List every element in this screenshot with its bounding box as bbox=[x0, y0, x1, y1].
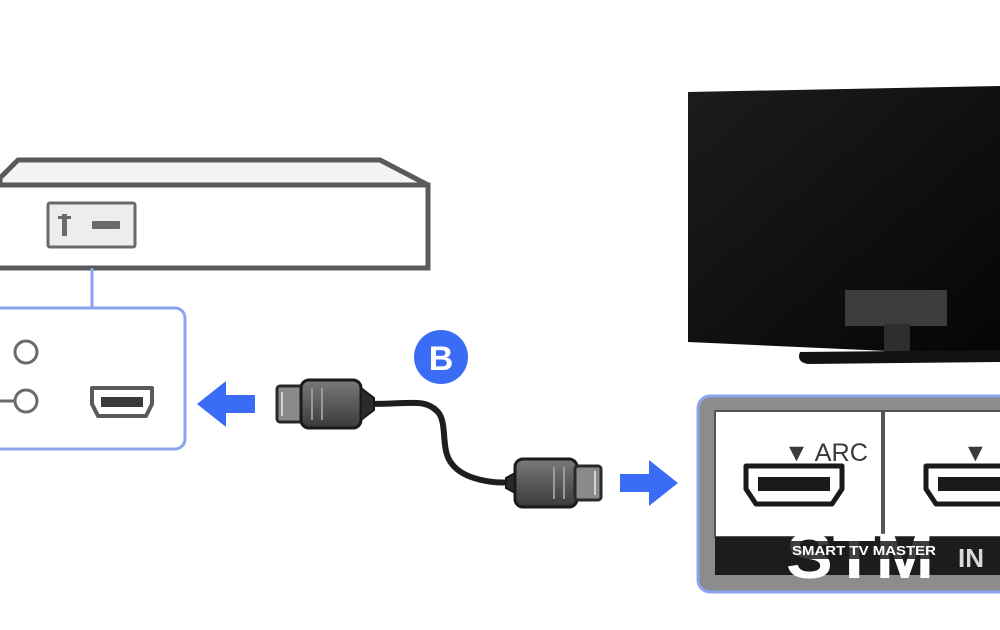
usb-icon bbox=[58, 214, 120, 236]
audio-jack-bottom bbox=[13, 388, 39, 414]
tv-stand-neck bbox=[884, 324, 910, 352]
watermark-tagline: SMART TV MASTER bbox=[792, 543, 937, 558]
television bbox=[688, 86, 1000, 364]
hdmi-cable bbox=[275, 378, 603, 509]
hdmi-cable-wire bbox=[367, 399, 515, 486]
tv-screen bbox=[688, 86, 1000, 356]
source-device bbox=[0, 157, 431, 308]
tv-port-1-label: ▼ ARC bbox=[784, 439, 868, 467]
tv-stand-base bbox=[799, 350, 1000, 364]
tv-port-2-label: ▼ bbox=[963, 439, 988, 467]
arrow-left-icon bbox=[197, 381, 255, 427]
arrow-right-icon bbox=[620, 460, 678, 506]
tv-stand-bracket bbox=[845, 290, 947, 326]
tv-strip-label: IN bbox=[958, 543, 984, 573]
watermark-logo: STM SMART TV MASTER bbox=[786, 520, 938, 592]
usb-port bbox=[46, 201, 137, 249]
source-device-top bbox=[0, 157, 431, 188]
hdmi-plug-left bbox=[275, 378, 375, 430]
source-rear-panel bbox=[0, 306, 187, 451]
source-rear-panel-frame bbox=[0, 306, 187, 451]
step-badge: B bbox=[414, 330, 468, 384]
hdmi-plug-right bbox=[505, 457, 603, 509]
step-badge-letter: B bbox=[429, 340, 454, 378]
audio-jack-top bbox=[13, 339, 39, 365]
hdmi-port-2 bbox=[923, 463, 1000, 507]
hdmi-port-arc bbox=[743, 463, 845, 507]
